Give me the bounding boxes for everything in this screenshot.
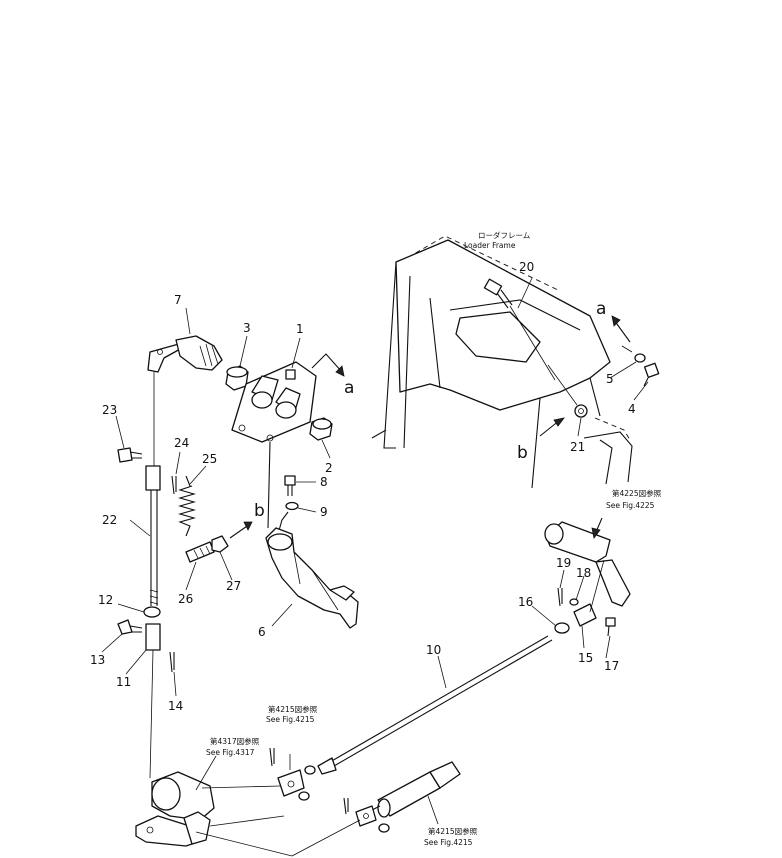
note-fig4225-top-jp: 第4225図参照 [612,488,662,498]
part-1-bracket [231,361,317,443]
callout-27: 27 [226,579,241,593]
callout-14: 14 [168,699,183,713]
part-2-bushing [309,417,333,441]
reference-notes: ローダフレーム Loader Frame 第4225図参照 See Fig.42… [206,230,662,847]
callout-labels: 7 3 1 2 8 9 6 23 24 25 22 26 27 12 13 11… [90,260,636,713]
callout-17: 17 [604,659,619,673]
part-16-nut [554,622,570,634]
part-17-pin [605,617,616,637]
part-7-lever [147,335,223,373]
callout-1: 1 [296,322,304,336]
part-9-washer [285,501,299,511]
part-21-nut [547,364,588,418]
callout-6: 6 [258,625,266,639]
callout-8: 8 [320,475,328,489]
mid-clevis [269,747,310,801]
note-fig4215-mid-jp: 第4215図参照 [268,704,318,714]
arrow-a-bracket [311,353,345,377]
marker-b-frame: b [517,443,528,463]
callout-11: 11 [116,675,131,689]
part-18-washer [569,598,579,606]
note-fig4225-top-en: See Fig.4225 [606,501,655,510]
callout-18: 18 [576,566,591,580]
callout-12: 12 [98,593,113,607]
callout-20: 20 [519,260,534,274]
callout-3: 3 [243,321,251,335]
callout-2: 2 [325,461,333,475]
callout-23: 23 [102,403,117,417]
lower-left-bellcrank [135,771,293,857]
callout-13: 13 [90,653,105,667]
marker-a-bracket: a [344,378,354,398]
callout-26: 26 [178,592,193,606]
note-loader-frame-en: Loader Frame [464,241,516,250]
part-14-pin [169,651,175,673]
callout-19: 19 [556,556,571,570]
right-bellcrank [544,517,631,613]
part-10-rod [304,635,553,775]
arrow-a-frame [611,315,631,343]
part-13-pin [117,619,143,635]
callout-5: 5 [606,372,614,386]
part-22-rod [145,372,161,606]
callout-16: 16 [518,595,533,609]
note-fig4215-mid-en: See Fig.4215 [266,715,315,724]
callout-25: 25 [202,452,217,466]
part-19-pin [557,587,563,607]
part-12-nut [143,606,161,618]
leader-lines [101,277,649,791]
marker-b-pedal: b [254,501,265,521]
part-27-nut [211,521,253,553]
lower-cylinder [291,761,461,857]
arrow-b-frame [539,417,565,437]
callout-15: 15 [578,651,593,665]
callout-21: 21 [570,440,585,454]
note-fig4317-en: See Fig.4317 [206,748,255,757]
letter-markers: a a b b [254,299,606,521]
part-23-pin [117,447,143,463]
part-6-pedal [265,527,359,629]
part-11-clevis [145,623,161,779]
part-25-spring [177,475,197,537]
part-15-clevis [573,603,597,627]
part-26-pin [185,541,215,563]
part-5-washer [621,345,646,363]
marker-a-frame: a [596,299,606,319]
callout-24: 24 [174,436,189,450]
note-fig4317-jp: 第4317図参照 [210,736,260,746]
note-fig4215-bot-jp: 第4215図参照 [428,826,478,836]
callout-7: 7 [174,293,182,307]
loader-frame [371,235,633,489]
callout-4: 4 [628,402,636,416]
part-4-bolt [643,362,660,387]
callout-22: 22 [102,513,117,527]
arrow-b-pedal [267,441,289,535]
part-24-pin [171,475,177,495]
callout-9: 9 [320,505,328,519]
note-fig4215-bot-en: See Fig.4215 [424,838,473,847]
part-20-bolt [483,278,556,381]
note-loader-frame-jp: ローダフレーム [478,230,530,240]
part-8-bolt [284,475,296,496]
callout-10: 10 [426,643,441,657]
